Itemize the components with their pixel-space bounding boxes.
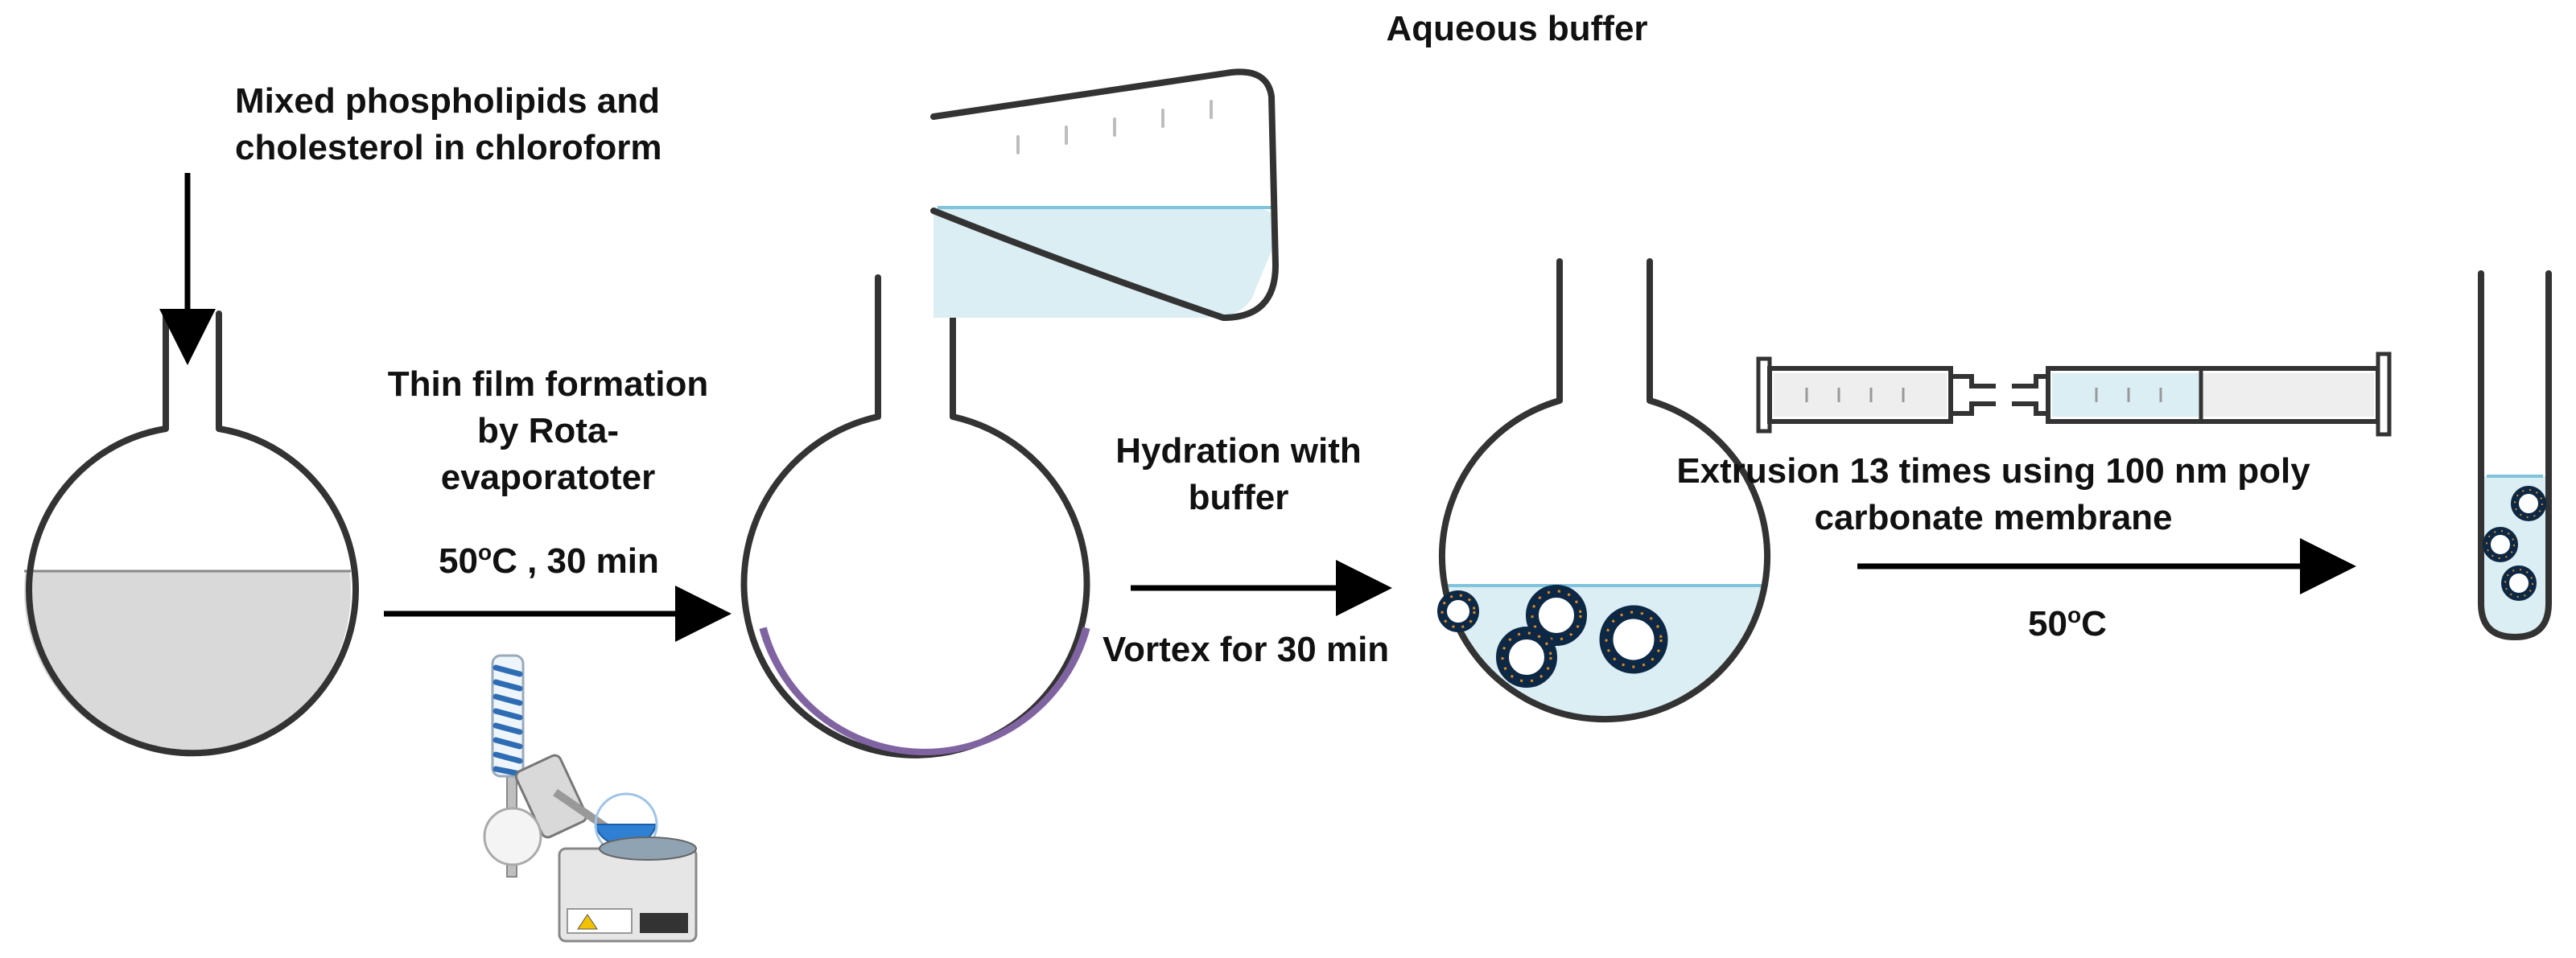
chloroform-solution [24, 571, 351, 754]
flask-chloroform [24, 310, 359, 757]
liposome-icon [1496, 627, 1557, 688]
round-bottom-flask-icon [740, 274, 1090, 759]
multilamellar-vesicles [1437, 585, 1668, 688]
thin-film-line1: Thin film formation [388, 364, 708, 404]
aqueous-buffer-label: Aqueous buffer [1386, 9, 1647, 48]
extrusion-label: Extrusion 13 times using 100 nm poly car… [1676, 451, 2310, 537]
thin-film-line3: evaporatoter [441, 458, 656, 497]
round-bottom-flask-icon [26, 310, 359, 757]
flask-lipid-film [740, 274, 1096, 759]
liposome-icon [2511, 486, 2546, 521]
buffer-in-beaker [934, 208, 1276, 318]
liposome-icon [1599, 605, 1668, 674]
lipid-film [753, 627, 1096, 755]
start-label-line2: cholesterol in chloroform [235, 128, 662, 167]
thin-film-line2: by Rota- [477, 411, 619, 450]
test-tube-final [2478, 270, 2552, 640]
temp-label-2: 50oC [2028, 602, 2107, 643]
liposome-icon [1437, 590, 1479, 632]
start-label: Mixed phospholipids and cholesterol in c… [235, 81, 662, 167]
hydration-label: Hydration with buffer [1115, 431, 1362, 517]
liposome-icon [2483, 527, 2518, 562]
rotary-evaporator-icon [483, 654, 698, 943]
beaker-aqueous-buffer [930, 68, 1279, 321]
flask-hydrated [1437, 258, 1770, 723]
vortex-label: Vortex for 30 min [1103, 630, 1389, 669]
extrusion-line2: carbonate membrane [1814, 498, 2172, 537]
extrusion-line1: Extrusion 13 times using 100 nm poly [1676, 451, 2310, 491]
thin-film-label: Thin film formation by Rota- evaporatote… [388, 364, 708, 497]
beaker-icon [930, 68, 1279, 321]
start-label-line1: Mixed phospholipids and [235, 81, 660, 121]
test-tube-icon [2478, 270, 2552, 640]
syringe-icon [2012, 352, 2392, 437]
hydration-line1: Hydration with [1115, 431, 1362, 471]
unilamellar-vesicles [2483, 486, 2546, 601]
liposome-icon [2501, 565, 2537, 601]
extruder-syringes [1756, 352, 2392, 437]
syringe-icon [1756, 356, 1996, 434]
hydration-line2: buffer [1189, 478, 1289, 517]
round-bottom-flask-icon [1439, 258, 1770, 723]
liposome-icon [1526, 585, 1587, 646]
temp-time-label: 50oC , 30 min [439, 540, 659, 581]
